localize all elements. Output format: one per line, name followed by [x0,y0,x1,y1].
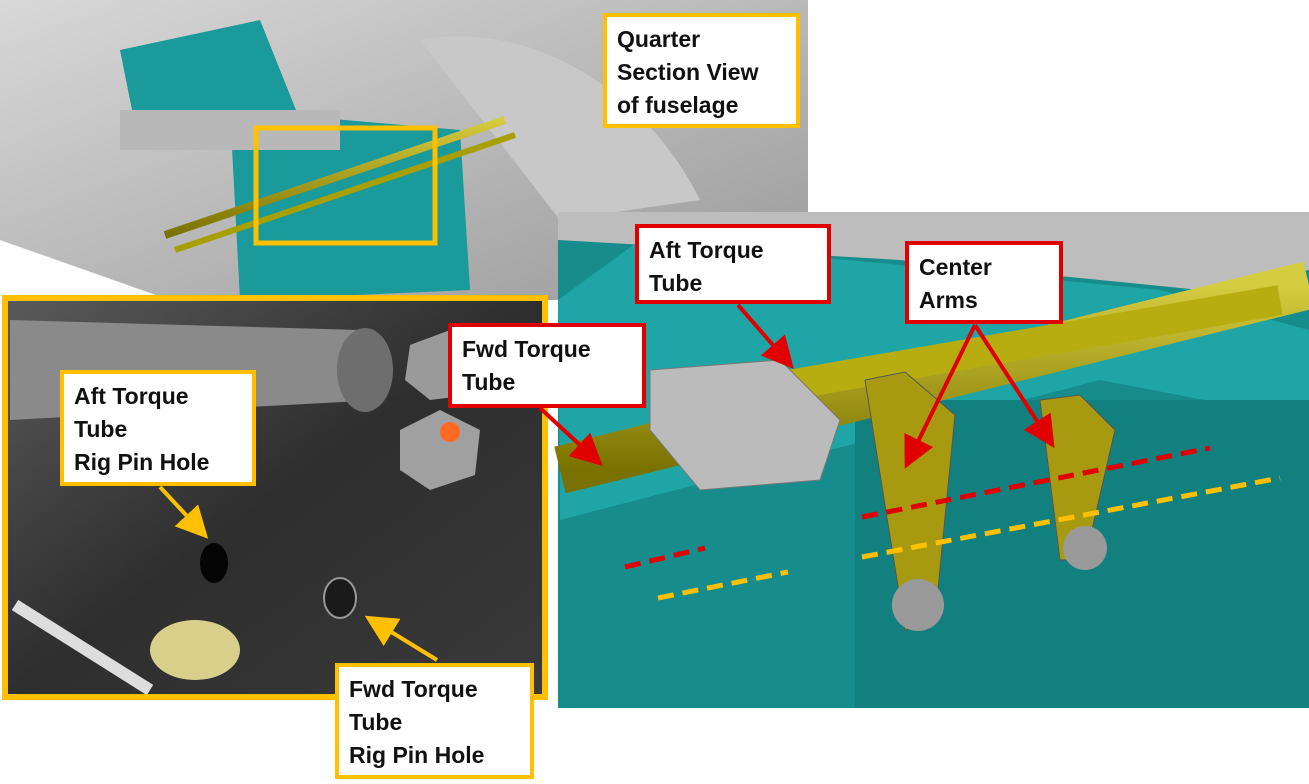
label-line: Rig Pin Hole [349,742,485,768]
label-line: Tube [649,270,703,296]
fwd-rig-pin-hole-label: Fwd Torque Tube Rig Pin Hole [335,663,534,779]
label-line: Tube [74,416,128,442]
callout-arrows [158,303,1055,662]
label-line: Aft Torque [74,383,189,409]
label-line: Quarter [617,26,701,52]
fwd-rig-pin-hole [323,577,357,619]
label-line: Rig Pin Hole [74,449,210,475]
fwd-torque-tube-label: Fwd Torque Tube [448,323,646,408]
aft-rig-pin-hole-label: Aft Torque Tube Rig Pin Hole [60,370,256,486]
aft-rig-pin-hole [200,543,228,583]
label-line: Fwd Torque [349,676,478,702]
torque-tube [163,116,507,239]
center-arms-label: Center Arms [905,241,1063,324]
label-line: Section View [617,59,759,85]
quarter-section-label: Quarter Section View of fuselage [603,13,800,128]
label-line: Fwd Torque [462,336,591,362]
label-line: Arms [919,287,978,313]
zoom-region-highlight [253,125,438,246]
label-line: Center [919,254,992,280]
label-line: Aft Torque [649,237,764,263]
label-line: Tube [349,709,403,735]
aft-torque-tube [757,285,1283,405]
label-line: Tube [462,369,516,395]
label-line: of fuselage [617,92,739,118]
aft-torque-tube-label: Aft Torque Tube [635,224,831,304]
